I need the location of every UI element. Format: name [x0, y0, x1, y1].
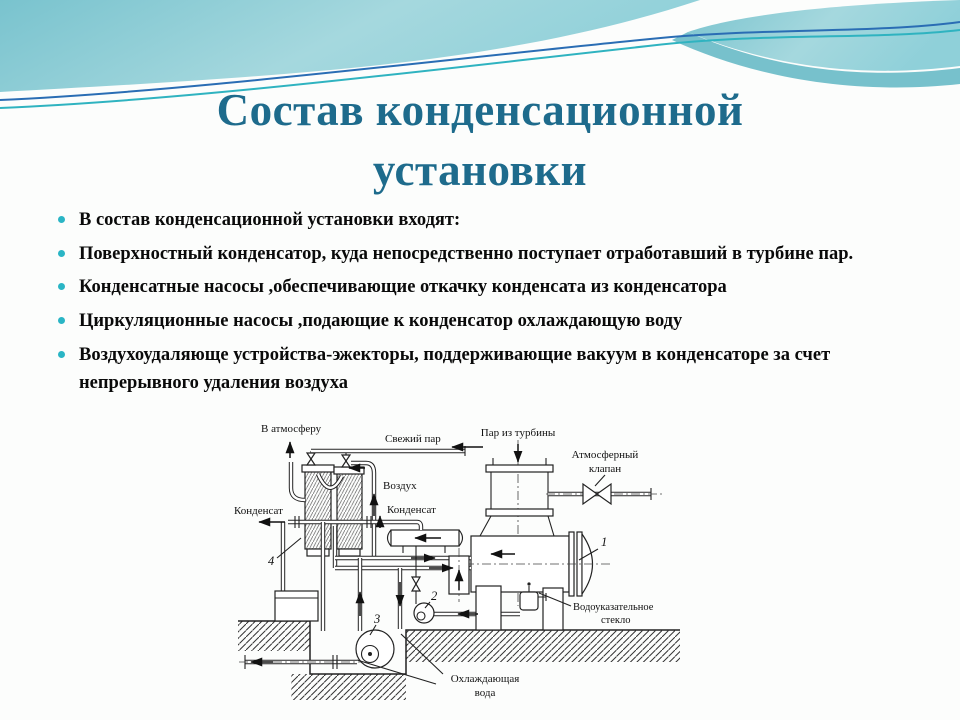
wave-line-blue [0, 21, 960, 101]
label-water-gauge-line1: Водоуказательное [573, 602, 654, 613]
list-item: Поверхностный конденсатор, куда непосред… [58, 240, 903, 269]
flow-arrows [250, 441, 523, 667]
bullet-icon [58, 249, 65, 257]
label-to-atmosphere: В атмосферу [261, 423, 322, 435]
bullet-icon [58, 283, 65, 291]
label-atmospheric-valve-line2: клапан [589, 463, 621, 475]
list-item: Циркуляционные насосы ,подающие к конден… [58, 307, 903, 336]
list-item: В состав конденсационной установки входя… [58, 206, 903, 235]
bullet-icon [58, 216, 65, 223]
wave-swoosh-dark [672, 32, 960, 88]
circulation-pump [355, 629, 395, 669]
slide-title: Состав конденсационной установки [0, 80, 960, 201]
bullet-text: Поверхностный конденсатор, куда непосред… [79, 243, 854, 264]
bullet-text: В состав конденсационной установки входя… [79, 210, 461, 230]
list-item: Конденсатные насосы ,обеспечивающие отка… [58, 273, 903, 302]
label-fresh-steam: Свежий пар [385, 433, 441, 445]
label-steam-from-turbine: Пар из турбины [481, 427, 556, 439]
header-wave-graphic [0, 0, 960, 109]
label-air: Воздух [383, 480, 417, 492]
label-condensate-left: Конденсат [234, 505, 283, 517]
label-number-3: 3 [373, 612, 380, 626]
label-cooling-water-line2: вода [475, 687, 496, 699]
bullet-icon [58, 350, 65, 358]
label-water-gauge-line2: стекло [601, 615, 631, 626]
bullet-text: Воздухоудаляюще устройства-эжекторы, под… [79, 344, 831, 394]
condenser-unit-diagram: В атмосферу Свежий пар Пар из турбины Ат… [234, 423, 680, 700]
label-number-2: 2 [431, 589, 437, 603]
water-gauge [519, 582, 547, 611]
label-number-4: 4 [268, 554, 274, 568]
condensate-pump [410, 546, 435, 624]
bullet-text: Циркуляционные насосы ,подающие к конден… [79, 311, 683, 332]
bullet-text: Конденсатные насосы ,обеспечивающие отка… [79, 277, 727, 298]
label-atmospheric-valve-line1: Атмосферный [572, 449, 639, 461]
leader-lines [276, 474, 606, 685]
wave-band-left [0, 0, 700, 92]
foundation-supports [475, 585, 564, 631]
label-number-1: 1 [601, 535, 607, 549]
label-cooling-water-line1: Охлаждающая [451, 673, 520, 685]
list-item: Воздухоудаляюще устройства-эжекторы, под… [58, 341, 903, 398]
heat-exchanger [386, 529, 464, 553]
wave-line-teal [0, 29, 960, 109]
slide-title-line2: установки [372, 145, 588, 196]
drain-tank [274, 590, 319, 622]
ground-hatching [238, 620, 680, 700]
slide-title-line1: Состав конденсационной [216, 85, 744, 135]
valve-bowtie-icon [582, 482, 599, 506]
bullet-icon [58, 317, 65, 325]
label-condensate-mid: Конденсат [387, 504, 436, 516]
atmospheric-valve [582, 482, 612, 506]
bullet-list: В состав конденсационной установки входя… [58, 206, 903, 403]
condenser-shell [465, 531, 611, 597]
